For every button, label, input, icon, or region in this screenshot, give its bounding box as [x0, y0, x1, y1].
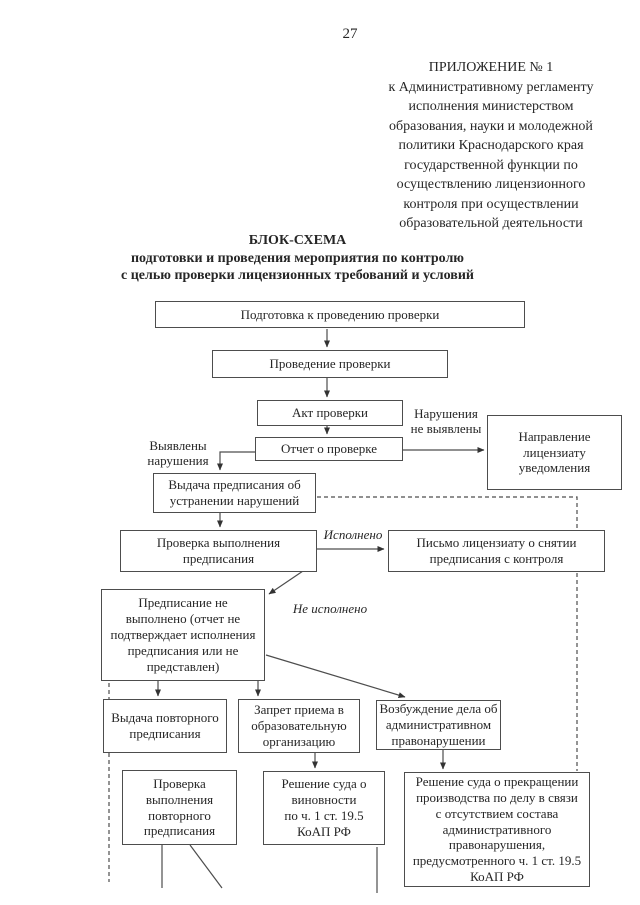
- node-akt-proverki: Акт проверки: [257, 400, 403, 426]
- node-predpisanie-ne-vypolneno: Предписание не выполнено (отчет не подтв…: [101, 589, 265, 681]
- header-line: исполнения министерством: [408, 99, 574, 114]
- node-napravlenie-uvedomleniya: Направление лицензиату уведомления: [487, 415, 622, 490]
- scheme-title-line: подготовки и проведения мероприятия по к…: [130, 250, 465, 266]
- node-pismo-licenziatu: Письмо лицензиату о снятии предписания с…: [388, 530, 605, 572]
- header-line: политики Краснодарского края: [398, 138, 584, 153]
- header-line: ПРИЛОЖЕНИЕ № 1: [428, 60, 554, 75]
- node-otchet-o-proverke: Отчет о проверке: [255, 437, 403, 461]
- node-proverka-povtornogo-predpisaniya: Проверка выполнения повторного предписан…: [122, 770, 237, 845]
- node-vozbuzhdenie-dela: Возбуждение дела об административном пра…: [376, 700, 501, 750]
- arrow-otchet-vydacha: [217, 451, 256, 471]
- scheme-title-line: с целью проверки лицензионных требований…: [121, 268, 474, 283]
- node-provedenie-proverki: Проведение проверки: [212, 350, 448, 378]
- dashed-vydacha-to-reshenie-prekrashchenie: [317, 496, 578, 771]
- edge-label-narusheniya-ne-vyyavleny: Нарушения не выявлены: [410, 406, 482, 436]
- header-line: образования, науки и молодежной: [389, 118, 593, 134]
- header-line: контроля при осуществлении: [403, 196, 579, 212]
- node-reshenie-suda-prekrashchenie: Решение суда о прекращении производства …: [404, 772, 590, 887]
- node-reshenie-suda-vinovnost: Решение суда о виновности по ч. 1 ст. 19…: [263, 771, 385, 845]
- node-vydacha-predpisaniya: Выдача предписания об устранении нарушен…: [153, 473, 316, 513]
- node-proverka-vypolneniya-predpisaniya: Проверка выполнения предписания: [120, 530, 317, 572]
- scheme-title-line: БЛОК-СХЕМА: [248, 233, 347, 248]
- appendix-header: ПРИЛОЖЕНИЕ № 1 к Административному регла…: [345, 58, 637, 234]
- edge-label-ne-ispolneno: Не исполнено: [292, 601, 368, 616]
- edge-label-ispolneno: Исполнено: [323, 527, 383, 542]
- scheme-title: БЛОК-СХЕМА подготовки и проведения мероп…: [40, 232, 555, 285]
- line-proverka-povt-diagonal: [189, 844, 223, 889]
- header-line: государственной функции по: [404, 157, 578, 173]
- edge-label-vyyavleny-narusheniya: Выявлены нарушения: [147, 438, 209, 468]
- header-line: образовательной деятельности: [399, 216, 583, 231]
- arrow-nevypolneno-vozbuzhdenie: [265, 654, 406, 698]
- page-number: 27: [342, 26, 358, 42]
- header-line: осуществлению лицензионного: [396, 177, 586, 192]
- node-podgotovka-k-provedeniyu-proverki: Подготовка к проведению проверки: [155, 301, 525, 328]
- header-line: к Административному регламенту: [388, 79, 594, 95]
- arrow-proverka-nevypolneno: [268, 570, 304, 595]
- node-zapret-priema: Запрет приема в образовательную организа…: [238, 699, 360, 753]
- node-vydacha-povtornogo-predpisaniya: Выдача повторного предписания: [103, 699, 227, 753]
